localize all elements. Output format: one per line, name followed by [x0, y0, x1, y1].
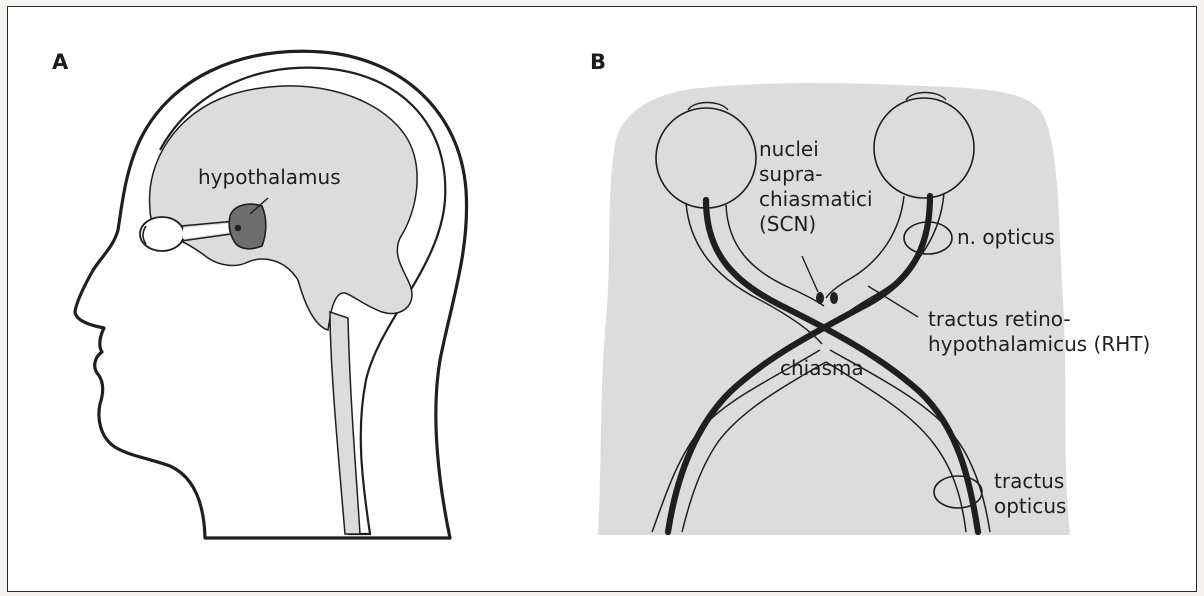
- optic-tract-label-line-1: tractus: [994, 469, 1064, 494]
- rht-label-line-2: hypothalamicus (RHT): [928, 332, 1150, 357]
- optic-nerve-label: n. opticus: [957, 225, 1055, 250]
- hypothalamus: [229, 204, 266, 249]
- scn-label-line-4: (SCN): [759, 212, 816, 237]
- panel-a-head-diagram: [75, 51, 467, 538]
- scn-right: [830, 292, 838, 304]
- hypothalamus-label: hypothalamus: [198, 165, 341, 190]
- panel-b-letter: B: [590, 50, 606, 74]
- chiasma-label: chiasma: [780, 356, 864, 381]
- eye: [140, 217, 184, 251]
- scn-label-line-3: chiasmatici: [759, 187, 873, 212]
- rht-label-line-1: tractus retino-: [928, 307, 1071, 332]
- hypothalamus-dot: [235, 225, 241, 231]
- optic-tract-label-line-2: opticus: [994, 494, 1066, 519]
- panel-a-letter: A: [52, 50, 68, 74]
- scn-left: [816, 292, 824, 304]
- right-eye-b: [874, 98, 974, 198]
- scn-label-line-1: nuclei: [759, 137, 819, 162]
- left-eye-b: [656, 108, 756, 208]
- scn-label-line-2: supra-: [759, 162, 823, 187]
